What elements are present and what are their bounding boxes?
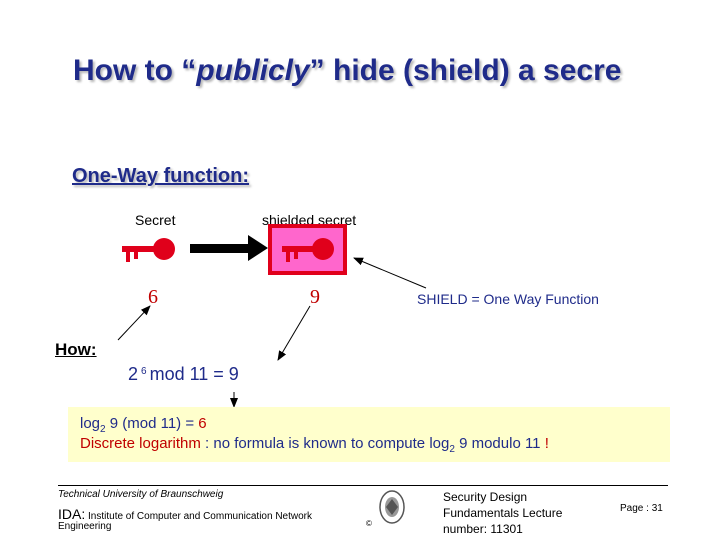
secret-label: Secret — [135, 212, 176, 228]
arrow-right-icon — [190, 235, 268, 261]
shielded-key-icon — [268, 224, 347, 275]
shield-caption: SHIELD = One Way Function — [417, 291, 599, 307]
course-line-3: number: 11301 — [443, 522, 523, 536]
how-label: How: — [55, 340, 97, 359]
highlight-box — [68, 407, 670, 462]
secret-value: 6 — [148, 286, 158, 308]
shielded-value: 9 — [310, 286, 320, 308]
footer-university: Technical University of Braunschweig — [58, 489, 224, 500]
course-line-2: Fundamentals Lecture — [443, 506, 563, 520]
university-seal-icon — [379, 490, 405, 524]
footer-ida: IDA: Institute of Computer and Communica… — [58, 506, 313, 522]
slide-title: How to “publicly” hide (shield) a secre — [73, 54, 622, 87]
discrete-log-line2: Discrete logarithm : no formula is known… — [80, 435, 549, 455]
footer-course: Security Design Fundamentals Lecture num… — [443, 489, 562, 537]
discrete-log-line1: log2 9 (mod 11) = 6 — [80, 415, 207, 435]
footer-engineering: Engineering — [58, 521, 112, 532]
footer-divider — [58, 485, 668, 486]
page-number: Page : 31 — [620, 503, 663, 514]
slide-subtitle: One-Way function: — [72, 165, 250, 187]
course-line-1: Security Design — [443, 490, 528, 504]
key-icon — [122, 238, 175, 262]
footer-copyright: © — [366, 519, 372, 528]
